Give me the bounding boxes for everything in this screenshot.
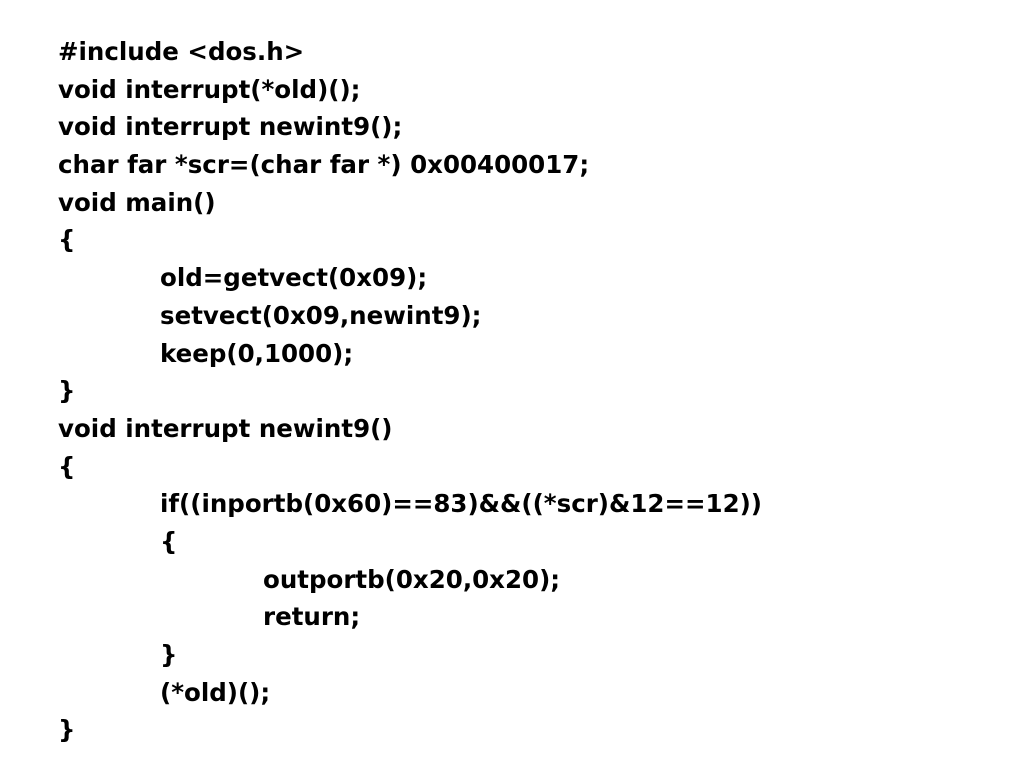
code-line: setvect(0x09,newint9); (160, 300, 482, 330)
code-line: #include <dos.h> (58, 37, 305, 66)
code-line: keep(0,1000); (160, 338, 354, 368)
code-line: void interrupt(*old)(); (58, 74, 361, 104)
code-line: char far *scr=(char far *) 0x00400017; (58, 150, 590, 180)
code-line: } (58, 715, 76, 745)
code-line: void interrupt newint9(); (58, 112, 403, 142)
code-line: { (160, 526, 178, 556)
code-line: { (58, 451, 76, 481)
code-line: } (160, 640, 178, 669)
code-line: outportb(0x20,0x20); (263, 564, 561, 594)
code-line: { (58, 225, 76, 255)
code-line: return; (263, 602, 361, 632)
code-line: if((inportb(0x60)==83)&&((*scr)&12==12)) (160, 489, 763, 519)
code-line: void main() (58, 187, 216, 217)
code-line: } (58, 376, 76, 406)
code-line: (*old)(); (160, 677, 271, 707)
code-listing: #include <dos.h> void interrupt(*old)();… (58, 33, 762, 749)
code-line: old=getvect(0x09); (160, 263, 428, 293)
code-line: void interrupt newint9() (58, 413, 393, 443)
